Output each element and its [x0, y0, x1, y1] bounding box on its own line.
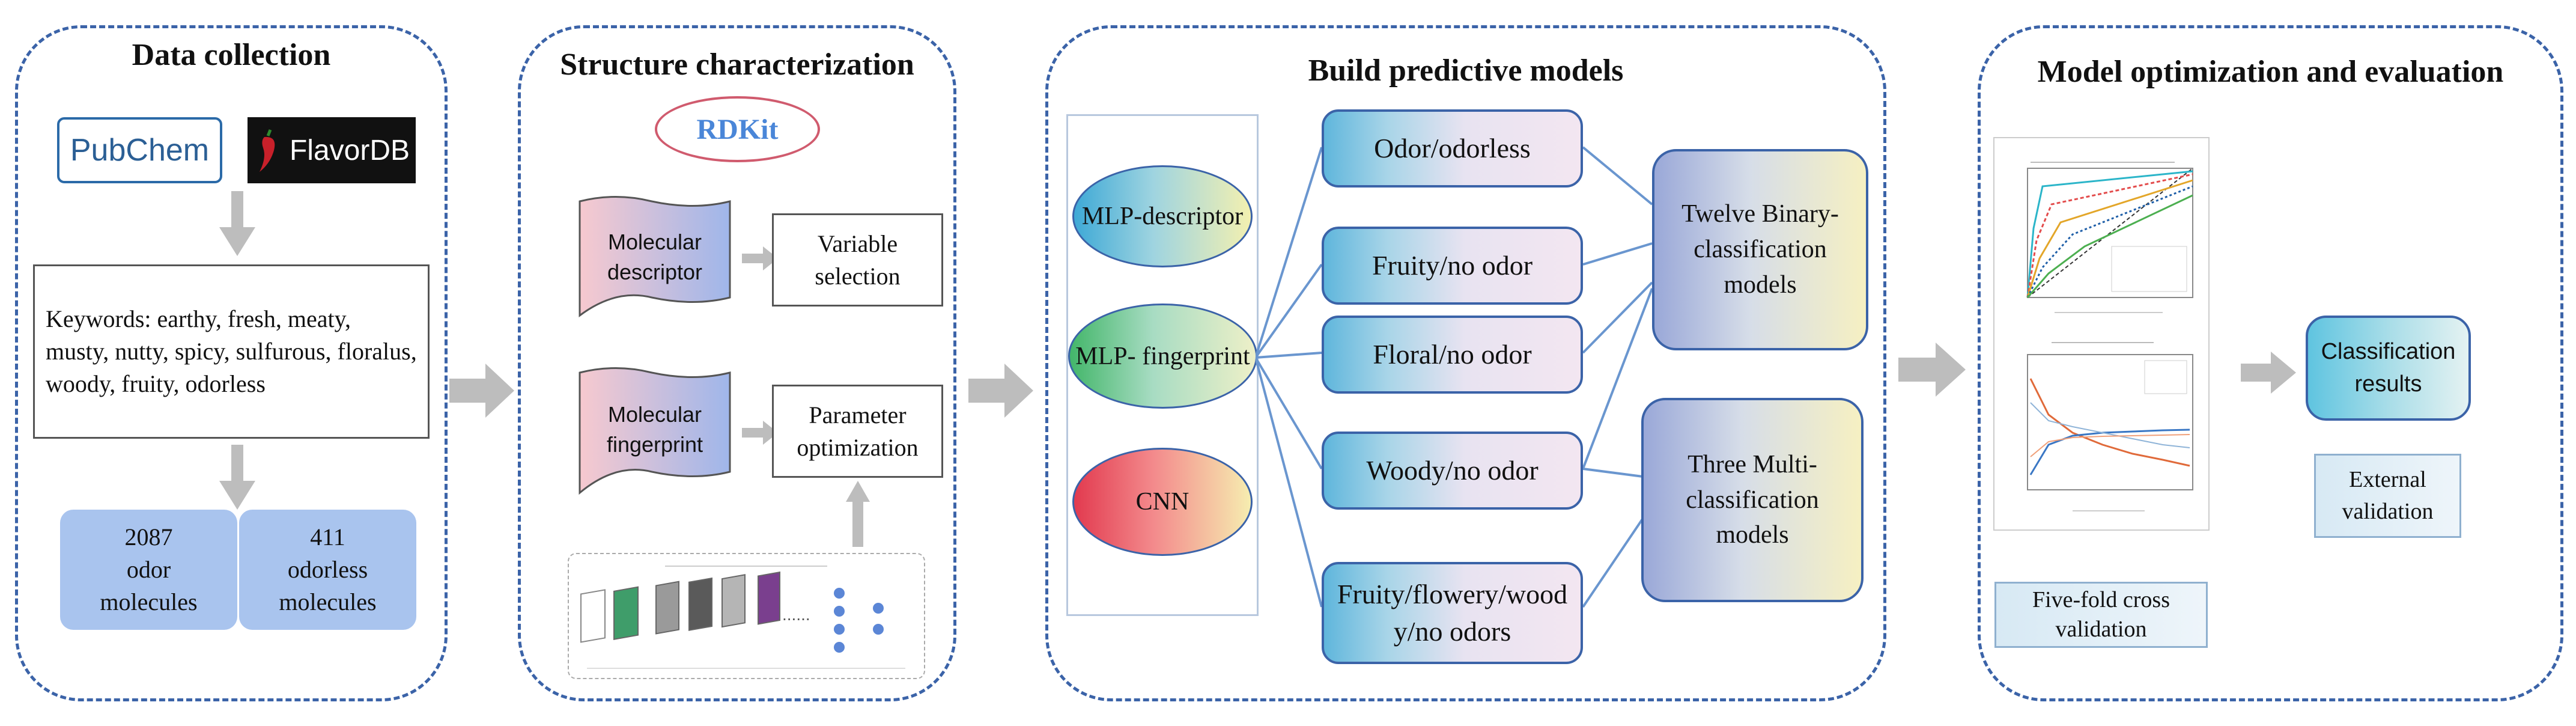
chili-pepper-icon: [259, 129, 275, 172]
model-connector-lines: [1256, 146, 1653, 608]
panel-title-structure: Structure characterization: [560, 47, 914, 82]
task-fruity: Fruity/no odor: [1322, 227, 1583, 305]
cross-validation-label: Five-fold cross validation: [2032, 587, 2170, 642]
task-multi: Fruity/flowery/woody/no odors: [1322, 562, 1583, 664]
arrow-down-1: [219, 191, 255, 256]
cross-validation-box: Five-fold cross validation: [1994, 582, 2208, 648]
odorless-count: 411: [310, 523, 345, 551]
task-odor-odorless: Odor/odorless: [1322, 109, 1583, 188]
arrow-down-2: [219, 445, 255, 510]
mlp-fingerprint-oval: MLP- fingerprint: [1068, 304, 1257, 409]
mlp-descriptor-oval: MLP-descriptor: [1072, 165, 1253, 267]
pubchem-logo: PubChem: [57, 117, 222, 183]
arrow-right-small-1: [742, 246, 778, 270]
binary-models-label: Twelve Binary-classification models: [1681, 200, 1839, 299]
panel-title-evaluation: Model optimization and evaluation: [2037, 55, 2504, 89]
binary-models-box: Twelve Binary-classification models: [1652, 149, 1868, 350]
variable-selection-label: Variable selection: [815, 230, 901, 290]
panel-structure: [518, 25, 956, 701]
task-floral: Floral/no odor: [1322, 316, 1583, 394]
task-woody-label: Woody/no odor: [1366, 454, 1539, 486]
cnn-architecture-thumbnail: ......: [568, 553, 925, 679]
cnn-oval: CNN: [1072, 448, 1253, 556]
svg-text:......: ......: [782, 605, 810, 624]
arrow-right-4: [2241, 352, 2296, 394]
flavordb-logo-text: FlavorDB: [289, 134, 410, 166]
arrow-right-3: [1898, 343, 1966, 397]
classification-results-label: Classification results: [2321, 339, 2456, 397]
classification-results-box: Classification results: [2306, 316, 2471, 421]
task-woody: Woody/no odor: [1322, 432, 1583, 510]
arrow-right-small-2: [742, 421, 778, 445]
mlp-descriptor-label: MLP-descriptor: [1081, 203, 1244, 230]
arrow-up-small: [846, 481, 870, 547]
parameter-optimization-label: Parameter optimization: [797, 401, 919, 461]
arrow-right-1: [449, 364, 514, 418]
pubchem-logo-text: PubChem: [70, 133, 210, 168]
evaluation-plots-thumbnail: [1993, 137, 2210, 531]
odor-label: odor molecules: [100, 556, 198, 615]
cnn-layers-icon: ......: [580, 566, 905, 669]
task-multi-label: Fruity/flowery/woody/no odors: [1337, 578, 1568, 647]
panel-evaluation: [1978, 25, 2563, 701]
external-validation-label: External validation: [2342, 466, 2434, 524]
fingerprint-document-shape: [579, 367, 731, 495]
panel-data-collection: [15, 25, 448, 701]
odorless-count-box: 411 odorless molecules: [239, 510, 416, 630]
task-fruity-label: Fruity/no odor: [1372, 249, 1533, 281]
descriptor-label: Molecular descriptor: [607, 230, 703, 285]
mlp-fingerprint-label: MLP- fingerprint: [1075, 342, 1250, 370]
variable-selection-box: Variable selection: [772, 213, 943, 307]
fingerprint-label: Molecular fingerprint: [606, 402, 703, 457]
odor-count-box: 2087 odor molecules: [60, 510, 237, 630]
descriptor-document-shape: [579, 196, 731, 317]
arrow-right-2: [968, 364, 1033, 418]
keywords-text: Keywords: earthy, fresh, meaty, musty, n…: [46, 305, 417, 397]
roc-curve-plot: [2026, 162, 2193, 313]
panel-title-models: Build predictive models: [1308, 53, 1624, 88]
cnn-label: CNN: [1135, 488, 1189, 516]
task-odor-odorless-label: Odor/odorless: [1374, 132, 1531, 163]
panel-title-data-collection: Data collection: [132, 38, 331, 72]
rdkit-label: RDKit: [696, 113, 779, 145]
keywords-box: Keywords: earthy, fresh, meaty, musty, n…: [33, 264, 430, 439]
odor-count: 2087: [124, 523, 173, 551]
parameter-optimization-box: Parameter optimization: [772, 385, 943, 478]
rdkit-oval: RDKit: [655, 96, 820, 162]
flavordb-logo: FlavorDB: [248, 117, 416, 183]
task-floral-label: Floral/no odor: [1373, 338, 1532, 370]
multi-models-box: Three Multi-classification models: [1641, 398, 1864, 602]
external-validation-box: External validation: [2314, 454, 2461, 538]
multi-models-label: Three Multi-classification models: [1686, 450, 1819, 549]
panel-models: [1045, 25, 1886, 701]
loss-accuracy-plot: [2027, 342, 2193, 511]
odorless-label: odorless molecules: [279, 556, 377, 615]
